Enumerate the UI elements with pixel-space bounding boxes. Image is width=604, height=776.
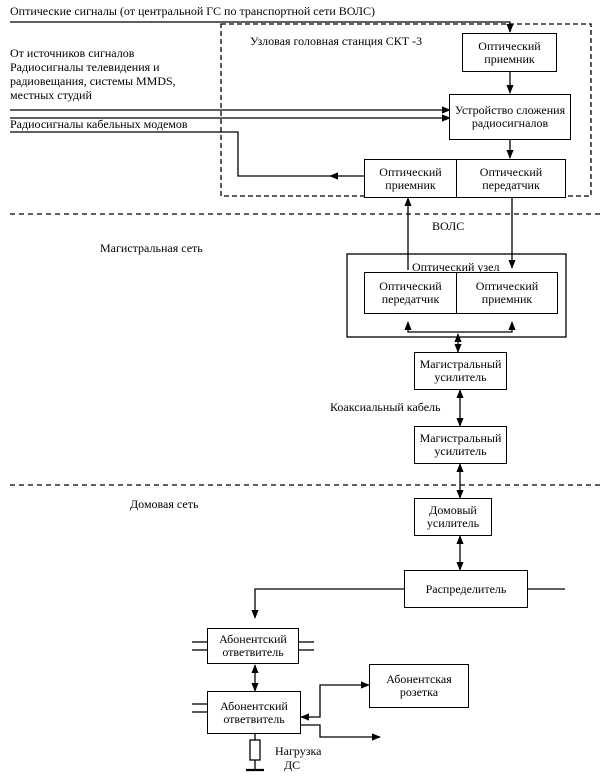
- distributor: Распределитель: [404, 570, 528, 608]
- sources-line-1: От источников сигналов: [10, 46, 135, 60]
- arrow-dist-to-tap1: [251, 588, 404, 619]
- station-title: Узловая головная станция СКТ -3: [250, 34, 423, 48]
- house-network-label: Домовая сеть: [130, 497, 199, 511]
- arrow-tap2-branch: [301, 724, 381, 741]
- load-label-2: ДС: [284, 758, 301, 772]
- load-label-1: Нагрузка: [275, 744, 322, 758]
- sources-line-3: радиовещания, системы MMDS,: [10, 74, 176, 88]
- coax-cable-label: Коаксиальный кабель: [330, 400, 441, 414]
- line-cable-modems: [10, 131, 330, 177]
- volc-label: ВОЛС: [432, 219, 465, 233]
- cable-modems-label: Радиосигналы кабельных модемов: [10, 117, 188, 131]
- optical-node-label: Оптический узел: [412, 260, 500, 274]
- node-loop: [404, 321, 516, 333]
- arrow-tap2-to-outlet: [300, 681, 370, 721]
- trunk-network-label: Магистральная сеть: [100, 241, 203, 255]
- sources-line-4: местных студий: [10, 88, 92, 102]
- optical-signals-label: Оптические сигналы (от центральной ГС по…: [10, 4, 375, 18]
- station-outline: [220, 23, 592, 197]
- arrow-optical-signal: [10, 21, 514, 33]
- load-resistor: [249, 739, 261, 761]
- sources-line-2: Радиосигналы телевидения и: [10, 60, 160, 74]
